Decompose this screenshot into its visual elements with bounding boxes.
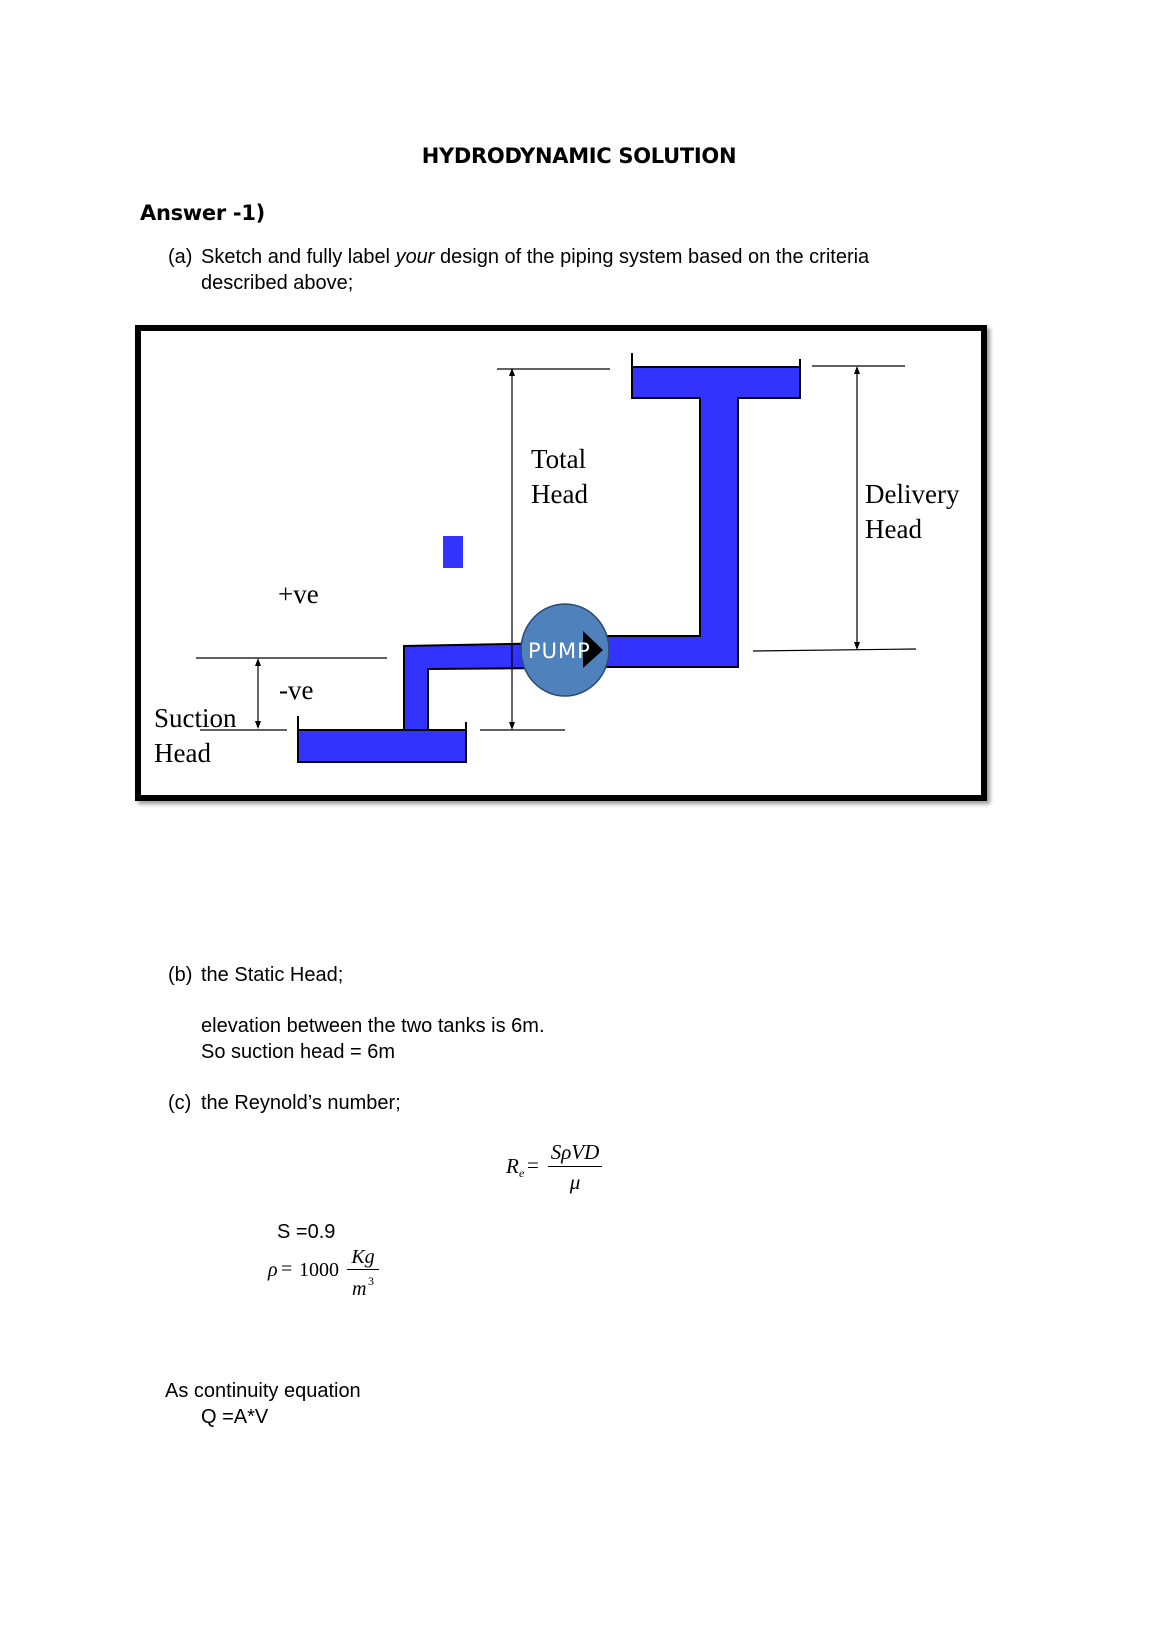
pump: PUMP [520,603,610,697]
rho-equals: = [281,1258,293,1280]
blue-marker [443,536,463,568]
continuity-line1: As continuity equation [165,1380,361,1402]
suction-tank [297,716,467,763]
rho-symbol: ρ [268,1259,278,1281]
formula-subscript: e [519,1166,525,1180]
rho-unit-numerator: Kg [347,1246,379,1270]
part-a-text-italic: your [395,246,435,268]
positive-label: +ve [278,579,319,609]
total-head-dimension [480,368,610,731]
part-b-text: the Static Head; [201,964,344,986]
part-a-text-before: Sketch and fully label [201,246,396,268]
formula-denominator: μ [569,1170,581,1194]
s-value: S =0.9 [277,1221,336,1243]
diagram-frame [135,325,987,801]
formula-lhs: R [506,1154,519,1178]
delivery-head-label-2: Head [865,514,922,544]
formula-numerator: SρVD [548,1140,602,1167]
part-a-marker: (a) [168,246,193,268]
total-head-label-2: Head [531,479,588,509]
total-head-label-1: Total [531,444,586,474]
continuity-line2: Q =A*V [201,1406,269,1428]
flow-arrow-icon [583,631,603,668]
answer-heading: Answer -1) [140,201,265,225]
part-a-text-line2: described above; [201,272,354,294]
static-head-line1: elevation between the two tanks is 6m. [201,1015,545,1037]
suction-head-label-1: Suction [154,703,237,733]
static-head-line2: So suction head = 6m [201,1041,396,1063]
part-a-text: Sketch and fully label your design of th… [201,246,869,269]
rho-unit-denominator: m [352,1278,367,1300]
page-title: HYDRODYNAMIC SOLUTION [421,144,737,168]
suction-head-dimension [196,657,387,731]
part-b-marker: (b) [168,964,193,986]
delivery-tank [631,353,801,400]
part-c-text: the Reynold’s number; [201,1092,401,1114]
pump-label: PUMP [528,639,591,663]
delivery-head-dimension [752,365,917,652]
formula-equals: = [527,1153,539,1177]
part-a-text-after: design of the piping system based on the… [434,246,870,268]
part-c-marker: (c) [168,1092,192,1114]
suction-head-label-2: Head [154,738,211,768]
delivery-head-label-1: Delivery [865,479,960,509]
negative-label: -ve [279,675,313,705]
rho-value: 1000 [299,1259,339,1281]
rho-unit-exponent: 3 [368,1274,374,1288]
